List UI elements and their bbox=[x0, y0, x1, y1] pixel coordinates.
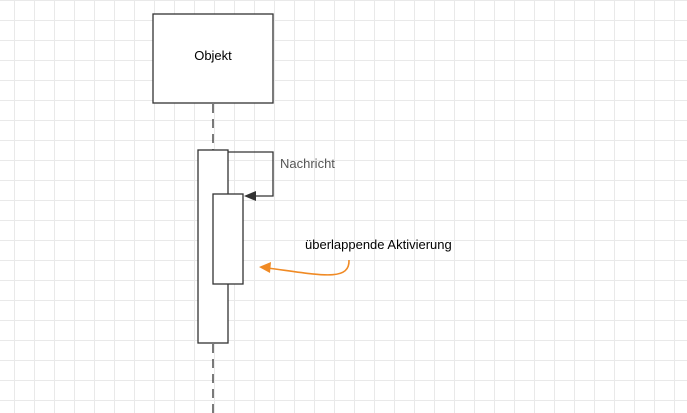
self-message-line[interactable] bbox=[228, 151, 274, 197]
message-label: Nachricht bbox=[280, 156, 335, 171]
annotation-label: überlappende Aktivierung bbox=[305, 237, 452, 252]
object-label: Objekt bbox=[194, 48, 232, 63]
activation-bar-nested[interactable] bbox=[212, 193, 244, 285]
annotation-arrowhead bbox=[259, 262, 271, 273]
object-box[interactable] bbox=[152, 13, 274, 104]
self-message-arrowhead bbox=[244, 191, 256, 201]
annotation-arrow-line[interactable] bbox=[267, 259, 350, 276]
